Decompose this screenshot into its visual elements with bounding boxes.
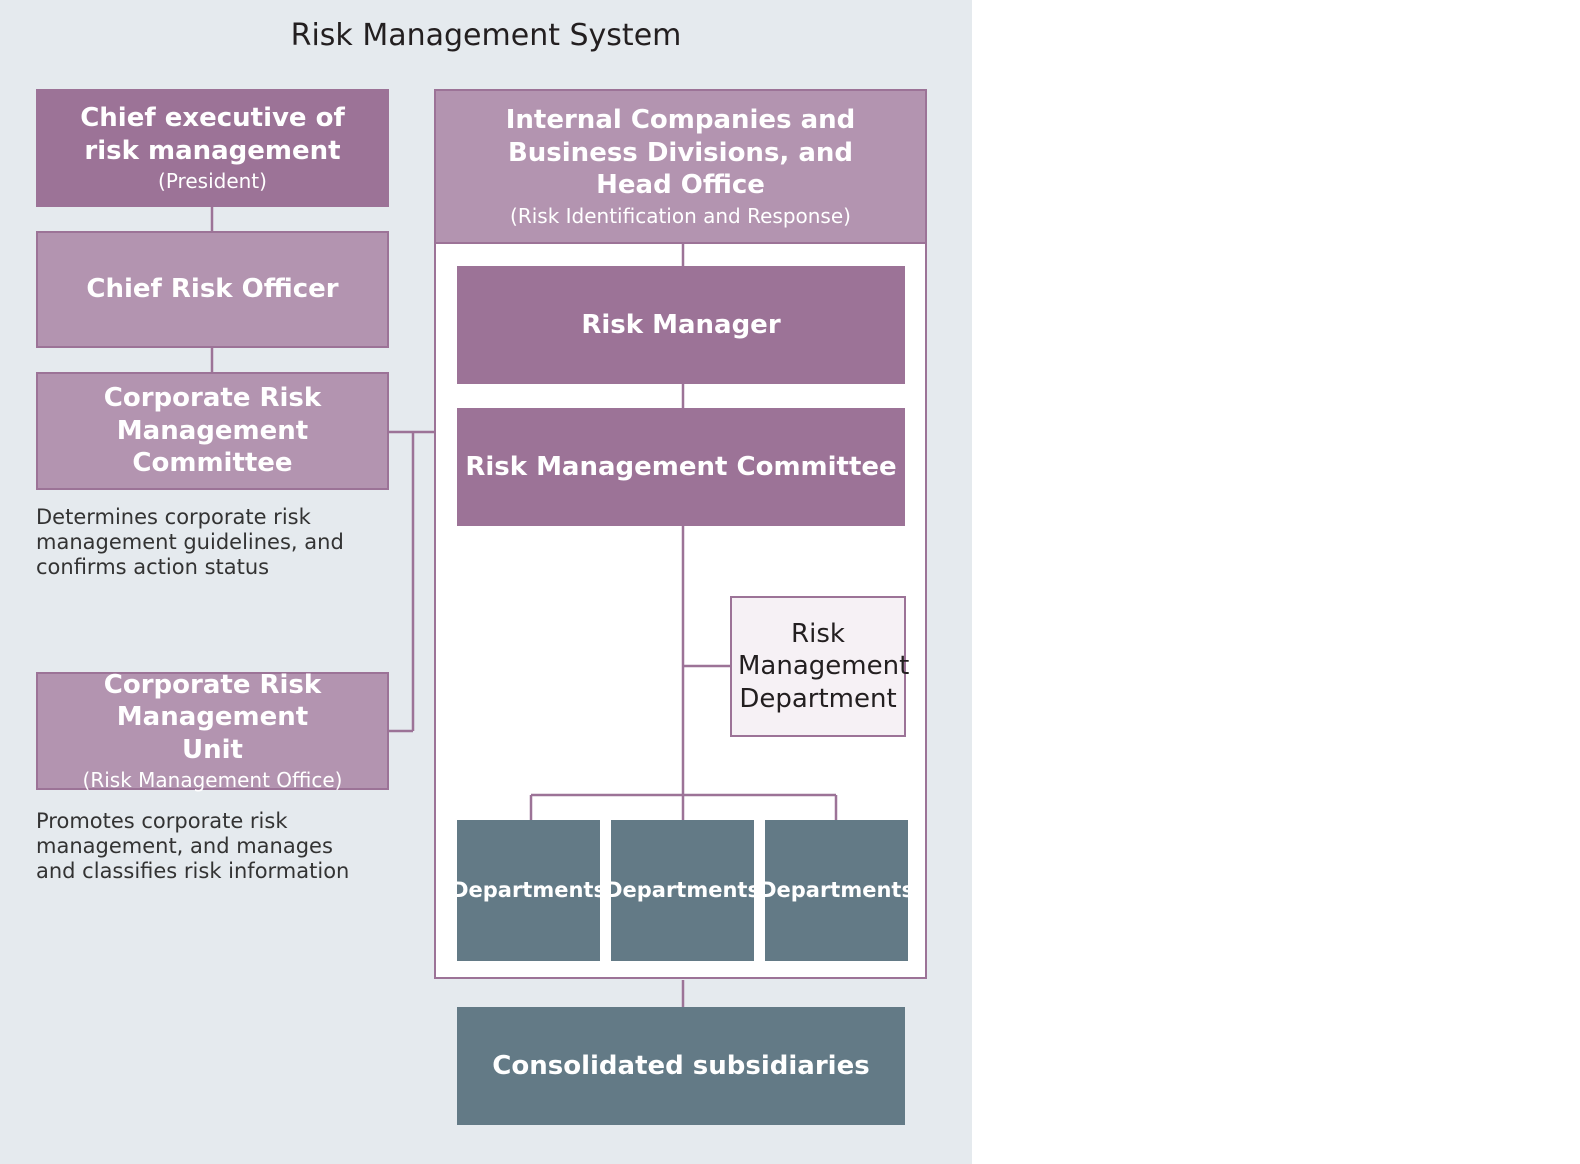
risk-committee-box: Risk Management Committee [457, 408, 905, 526]
corporate-committee-description: Determines corporate risk management gui… [36, 505, 344, 580]
chief-executive-subtitle: (President) [158, 169, 267, 193]
chief-risk-officer-box: Chief Risk Officer [36, 231, 389, 348]
chief-executive-box: Chief executive of risk management (Pres… [36, 89, 389, 207]
department-label: Departments [759, 878, 914, 903]
chief-executive-title: Chief executive of risk management [80, 103, 345, 166]
department-label: Departments [451, 878, 606, 903]
risk-management-diagram: Risk Management System Chief executive o… [0, 0, 972, 1164]
corporate-unit-subtitle: (Risk Management Office) [82, 768, 343, 793]
corporate-unit-title: Corporate Risk Management Unit [103, 669, 322, 765]
risk-department-box: Risk Management Department [730, 596, 910, 737]
divisions-header-title: Internal Companies and Business Division… [505, 105, 856, 201]
subsidiaries-box: Consolidated subsidiaries [457, 1007, 905, 1125]
risk-committee-label: Risk Management Committee [465, 451, 897, 482]
corporate-unit-box: Corporate Risk Management Unit (Risk Man… [36, 669, 389, 793]
chief-risk-officer-title: Chief Risk Officer [86, 274, 339, 305]
department-box: Departments [605, 820, 760, 961]
risk-manager-label: Risk Manager [581, 309, 781, 340]
corporate-committee-title: Corporate Risk Management Committee [103, 383, 322, 479]
department-box: Departments [451, 820, 606, 961]
divisions-header-subtitle: (Risk Identification and Response) [510, 203, 851, 228]
divisions-header-box: Internal Companies and Business Division… [434, 89, 927, 244]
risk-manager-box: Risk Manager [457, 266, 905, 384]
corporate-unit-description: Promotes corporate risk management, and … [36, 809, 350, 884]
risk-department-label: Risk Management Department [738, 618, 910, 714]
corporate-committee-box: Corporate Risk Management Committee [36, 372, 389, 490]
department-label: Departments [605, 878, 760, 903]
subsidiaries-label: Consolidated subsidiaries [492, 1050, 870, 1081]
department-box: Departments [759, 820, 914, 961]
diagram-title: Risk Management System [290, 18, 682, 53]
